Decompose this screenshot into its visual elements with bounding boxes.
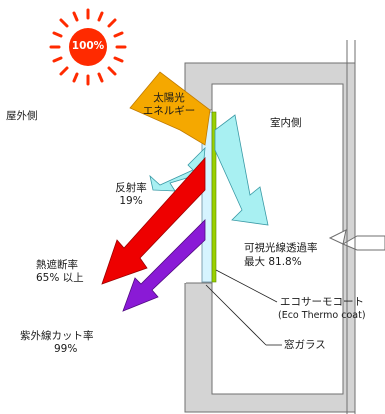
indoor-side-label: 室内側 [270,117,302,129]
solar-energy-line2: エネルギー [142,105,196,117]
eco-thermo-coat-layer [211,111,217,283]
window-glass-label: 窓ガラス [284,339,326,351]
reflectance-value: 19% [119,195,143,207]
solar-energy-line1: 太陽光 [153,92,185,104]
reflectance-label: 反射率 [115,182,147,194]
heat-shield-label: 熱遮断率 [36,259,78,271]
uv-cut-arrow [122,219,206,312]
sun-icon [49,8,127,86]
visible-transmittance-label: 可視光線透過率 [244,242,318,254]
solar-energy-arrow [129,71,211,146]
wall-break-mark [328,229,385,251]
visible-transmittance-value: 最大 81.8% [244,256,302,268]
solar-energy-label: 太陽光 エネルギー [136,92,202,118]
sun-percentage: 100% [71,40,105,52]
eco-thermo-coat-label: エコサーモコート [280,296,364,308]
uv-cut-label: 紫外線カット率 [20,330,94,342]
leader-lines [205,269,282,346]
heat-shield-value: 65% 以上 [36,272,84,284]
eco-thermo-coat-sub-label: (Eco Thermo coat) [278,310,366,321]
uv-cut-value: 99% [54,343,78,355]
outdoor-side-label: 屋外側 [6,110,38,122]
heat-block-arrow [101,156,206,285]
visible-light-arrow [214,114,269,226]
